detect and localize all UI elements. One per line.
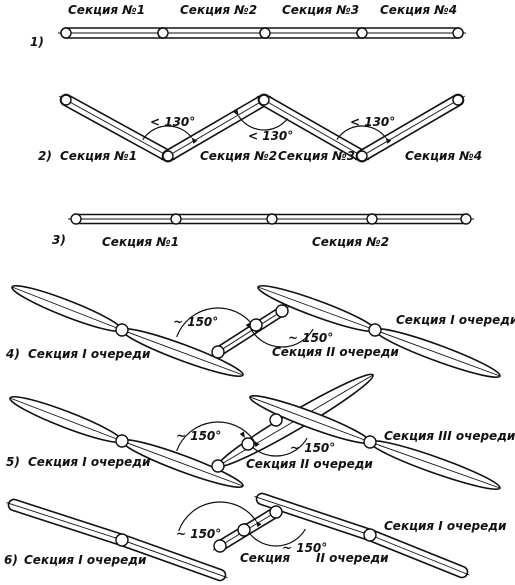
row-2-arc-3 (336, 125, 387, 140)
row-2-number: 2) (38, 149, 52, 163)
row-2-joint-1 (60, 94, 72, 106)
row-1-joint-3 (259, 27, 271, 39)
row-6-label-middle-b: II очереди (316, 551, 389, 565)
row-3-joint-4 (366, 213, 378, 225)
row-4-number: 4) (5, 347, 20, 361)
row-2-joint-3 (258, 94, 270, 106)
row-5-label-right: Секция III очереди (384, 429, 515, 443)
row-5-arc-left (176, 421, 255, 452)
row-5-number: 5) (6, 455, 20, 469)
row-1-number: 1) (30, 35, 44, 49)
section-joints (60, 27, 472, 553)
row-5-joint-4 (269, 413, 283, 427)
row-6-section-left-a-axis (6, 502, 130, 543)
row-6-section-right-a-axis (254, 496, 378, 538)
row-6-section-right-b-axis (362, 531, 470, 576)
row-4-section-left-a-axis (11, 286, 123, 331)
row-6-arc-left (178, 501, 257, 532)
row-2-arc-1 (142, 125, 193, 140)
row-5-joint-3 (241, 437, 255, 451)
row-4-section-right-a-axis (257, 286, 376, 331)
row-4-joint-1 (115, 323, 129, 337)
row-6-label-middle-a: Секция (240, 551, 290, 565)
row-4-arc-left (176, 307, 255, 338)
row-2-label-section-2: Секция №2 (200, 149, 277, 163)
row-5-arc-left-arrow-end (254, 440, 260, 448)
row-4-label-right: Секция I очереди (396, 313, 515, 327)
row-6-joint-4 (269, 505, 283, 519)
row-3-number: 3) (52, 233, 66, 247)
row-3-joint-1 (70, 213, 82, 225)
row-4-angle-left: ~ 150° (173, 315, 218, 329)
row-6-joint-3 (237, 523, 251, 537)
row-6-joint-1 (115, 533, 129, 547)
row-5-label-middle: Секция II очереди (246, 457, 373, 471)
row-6-number: 6) (4, 553, 18, 567)
row-3-label-section-1: Секция №1 (102, 235, 179, 249)
row-5-section-right-a-axis (249, 396, 371, 443)
row-4-label-left: Секция I очереди (28, 347, 151, 361)
row-4-link-axis (211, 306, 289, 357)
row-2-arc-1-arrow-end (191, 137, 198, 144)
row-2-arc-3-arrow-end (385, 137, 392, 144)
row-4-section-right-b-axis (374, 329, 501, 377)
row-1-joint-4 (356, 27, 368, 39)
row-4-joint-5 (368, 323, 382, 337)
row-5-joint-2 (211, 459, 225, 473)
row-5-angle-right: ~ 150° (290, 441, 335, 455)
row-2-section-3-axis (256, 95, 370, 161)
row-1-label-section-1: Секция №1 (68, 3, 145, 17)
row-2-section-2-axis (160, 95, 272, 161)
row-2-label-section-1: Секция №1 (60, 149, 137, 163)
row-3-label-section-2: Секция №2 (312, 235, 389, 249)
row-2-joint-5 (452, 94, 464, 106)
row-2-angle-2: < 130° (248, 129, 293, 143)
row-6-label-right: Секция I очереди (384, 519, 507, 533)
row-2-angle-1: < 130° (150, 115, 195, 129)
row-6-label-left: Секция I очереди (24, 553, 147, 567)
row-5-arc-right-arrow-end (239, 431, 245, 438)
row-5-section-left-a-axis (9, 397, 123, 442)
row-5-joint-1 (115, 434, 129, 448)
row-3-joint-5 (460, 213, 472, 225)
row-6-arc-left-arrow-end (256, 520, 262, 528)
row-6-arc-right (246, 528, 306, 547)
row-2-label-section-3: Секция №3 (278, 149, 355, 163)
row-4-joint-3 (249, 318, 263, 332)
row-1-joint-1 (60, 27, 72, 39)
row-6-joint-5 (363, 528, 377, 542)
row-2-arc-2-arrow-end (233, 109, 239, 116)
row-2-section-1-axis (58, 95, 176, 161)
row-4-joint-4 (275, 304, 289, 318)
row-6-angle-inline: ~ 150° (282, 541, 327, 555)
row-6-section-left-b-axis (114, 536, 228, 579)
row-1-label-section-3: Секция №3 (282, 3, 359, 17)
row-4-section-left-b-axis (121, 329, 244, 376)
row-4-label-middle: Секция II очереди (272, 345, 399, 359)
row-2-joint-4 (356, 150, 368, 162)
row-4-arc-right (250, 328, 314, 348)
row-2-section-4-axis (354, 95, 466, 161)
row-5-angle-left: ~ 150° (176, 429, 221, 443)
row-5-section-right-b-axis (369, 441, 501, 489)
row-6-joint-2 (213, 539, 227, 553)
row-5-joint-5 (363, 435, 377, 449)
row-5-section-left-b-axis (121, 440, 244, 487)
row-2-joint-2 (162, 150, 174, 162)
angle-arcs (142, 109, 392, 547)
row-1-label-section-4: Секция №4 (380, 3, 457, 17)
row-3-joint-3 (266, 213, 278, 225)
row-1-joint-5 (452, 27, 464, 39)
row-1-joint-2 (157, 27, 169, 39)
row-3-joint-2 (170, 213, 182, 225)
row-6-angle-left: ~ 150° (176, 527, 221, 541)
row-4-joint-2 (211, 345, 225, 359)
row-4-angle-right: ~ 150° (288, 331, 333, 345)
row-1-label-section-2: Секция №2 (180, 3, 257, 17)
row-5-label-left: Секция I очереди (28, 455, 151, 469)
section-rods (6, 27, 501, 582)
row-2-arc-2 (238, 115, 289, 131)
row-2-label-section-4: Секция №4 (405, 149, 482, 163)
